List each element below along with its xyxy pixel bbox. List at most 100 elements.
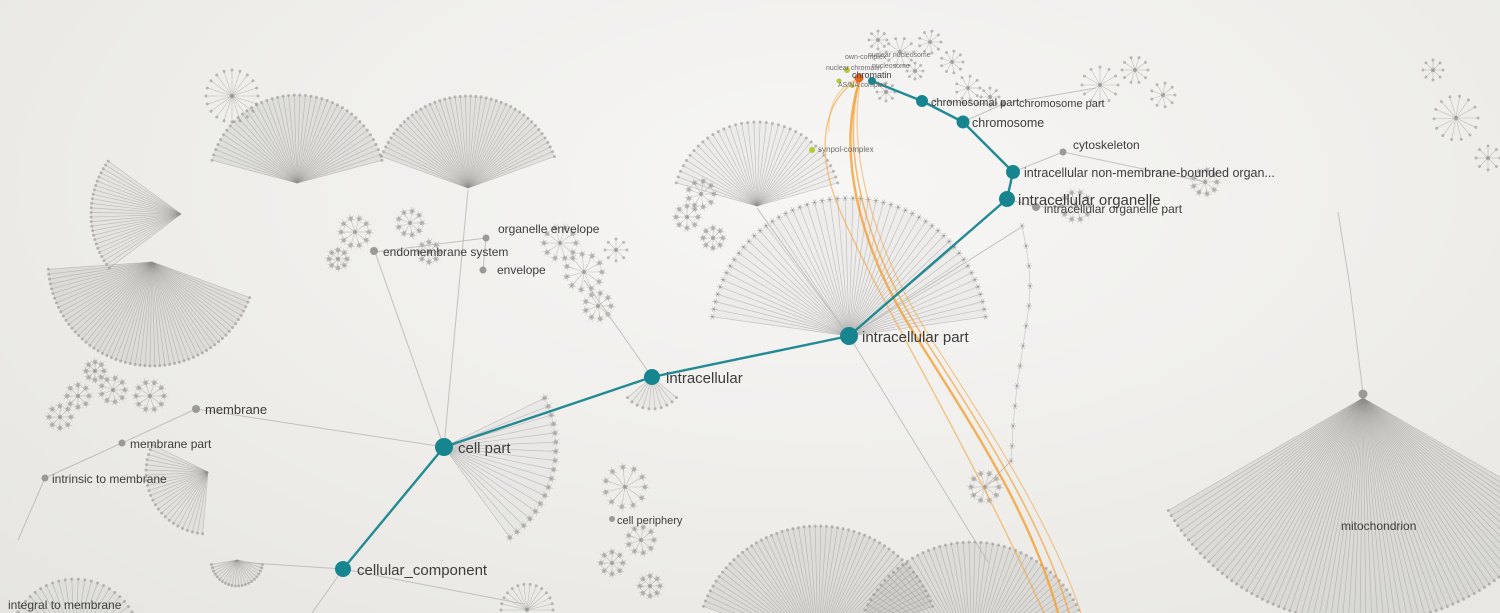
leaf-dot <box>88 343 92 347</box>
graph-node[interactable] <box>370 247 378 255</box>
leaf-dot <box>244 305 248 309</box>
label-chromosome[interactable]: chromosome <box>972 116 1044 130</box>
label-chromosomal_part[interactable]: chromosomal part <box>931 97 1019 109</box>
leaf-glyph <box>364 219 367 224</box>
node-chromatin_terminal[interactable] <box>868 77 876 85</box>
leaf-glyph <box>101 364 106 367</box>
leaf-glyph <box>432 244 437 249</box>
node-intracellular_organelle[interactable] <box>999 191 1015 207</box>
leaf-glyph <box>101 377 106 379</box>
spoke <box>145 395 151 410</box>
leaf-dot <box>882 544 886 548</box>
leaf-glyph <box>415 230 420 235</box>
leaf-glyph <box>110 400 116 403</box>
green-node-2[interactable] <box>836 78 842 84</box>
node-cell_part[interactable] <box>435 438 453 456</box>
label-intracellular_nmb_organelle[interactable]: intracellular non-membrane-bounded organ… <box>1024 166 1275 180</box>
spoke <box>830 533 860 613</box>
spoke <box>144 261 153 366</box>
leaf-glyph <box>642 527 645 532</box>
graph-node[interactable] <box>1059 148 1067 156</box>
node-intracellular[interactable] <box>644 369 660 385</box>
graph-node[interactable] <box>1000 101 1006 107</box>
spoke <box>756 150 821 207</box>
label-intracellular[interactable]: intracellular <box>666 370 743 387</box>
node-chromosomal_part[interactable] <box>916 95 928 107</box>
spoke <box>145 382 151 397</box>
label-intracellular_part[interactable]: intracellular part <box>862 329 970 346</box>
leaf-glyph <box>693 204 696 210</box>
leaf-glyph <box>59 424 64 429</box>
leaf-dot <box>640 590 646 596</box>
label-cell_part[interactable]: cell part <box>458 440 511 457</box>
spoke <box>407 118 469 189</box>
graph-node[interactable] <box>118 439 126 447</box>
leaf-glyph <box>544 495 550 498</box>
leaf-dot <box>1486 168 1490 172</box>
node-cluster <box>624 522 659 558</box>
leaf-dot <box>1089 99 1093 103</box>
spoke <box>1362 397 1470 597</box>
leaf-dot <box>96 349 100 353</box>
graph-node[interactable] <box>482 234 490 242</box>
graph-node[interactable] <box>609 516 615 522</box>
spoke <box>985 546 1005 613</box>
spoke <box>467 114 525 189</box>
leaf-dot <box>890 96 894 100</box>
leaf-glyph <box>966 485 972 488</box>
leaf-dot <box>527 516 533 522</box>
leaf-glyph <box>520 525 524 530</box>
leaf-glyph <box>634 551 636 556</box>
label-intracellular_organelle[interactable]: intracellular organelle <box>1018 192 1161 209</box>
leaf-glyph <box>415 215 420 219</box>
graph-node[interactable] <box>41 474 49 482</box>
leaf-glyph <box>114 398 119 403</box>
spoke <box>443 446 556 461</box>
node-intracellular_part[interactable] <box>840 327 858 345</box>
spoke <box>467 111 520 189</box>
leaf-glyph <box>410 206 413 212</box>
leaf-glyph <box>719 241 724 246</box>
leaf-dot <box>57 403 63 409</box>
leaf-dot <box>764 536 768 540</box>
spoke <box>870 599 894 613</box>
leaf-dot <box>896 554 900 558</box>
leaf-dot <box>489 97 493 101</box>
synpol-complex-node[interactable] <box>809 147 815 153</box>
leaf-dot <box>309 94 313 98</box>
leaf-glyph <box>1197 167 1200 172</box>
green-node-1[interactable] <box>844 67 850 73</box>
node-intracellular_nmb_organelle[interactable] <box>1006 165 1020 179</box>
leaf-glyph <box>644 486 647 492</box>
graph-node[interactable] <box>192 405 200 413</box>
leaf-glyph <box>343 239 349 242</box>
leaf-glyph <box>101 364 103 370</box>
spoke <box>296 117 357 184</box>
green-node-3[interactable] <box>850 84 854 88</box>
leaf-glyph <box>553 253 556 259</box>
leaf-glyph <box>145 382 148 388</box>
leaf-glyph <box>655 574 658 580</box>
leaf-dot <box>119 359 123 363</box>
leaf-glyph <box>599 558 602 564</box>
leaf-glyph <box>976 498 981 501</box>
leaf-glyph <box>550 474 552 479</box>
node-chromosome[interactable] <box>956 115 970 129</box>
leaf-glyph <box>987 469 990 474</box>
graph-node[interactable] <box>1032 203 1040 211</box>
nucleosome-node-orange[interactable] <box>854 73 864 83</box>
graph-node[interactable] <box>1358 389 1368 399</box>
spoke <box>848 225 933 337</box>
label-cellular_component[interactable]: cellular_component <box>357 562 488 579</box>
spoke <box>443 446 536 512</box>
leaf-glyph <box>59 405 62 411</box>
node-cellular_component[interactable] <box>335 561 351 577</box>
spoke <box>1434 117 1457 120</box>
leaf-glyph <box>722 237 725 243</box>
spoke <box>999 557 1032 613</box>
leaf-glyph <box>132 395 137 400</box>
graph-node[interactable] <box>479 266 487 274</box>
leaf-glyph <box>69 412 72 418</box>
spoke <box>1362 397 1413 613</box>
